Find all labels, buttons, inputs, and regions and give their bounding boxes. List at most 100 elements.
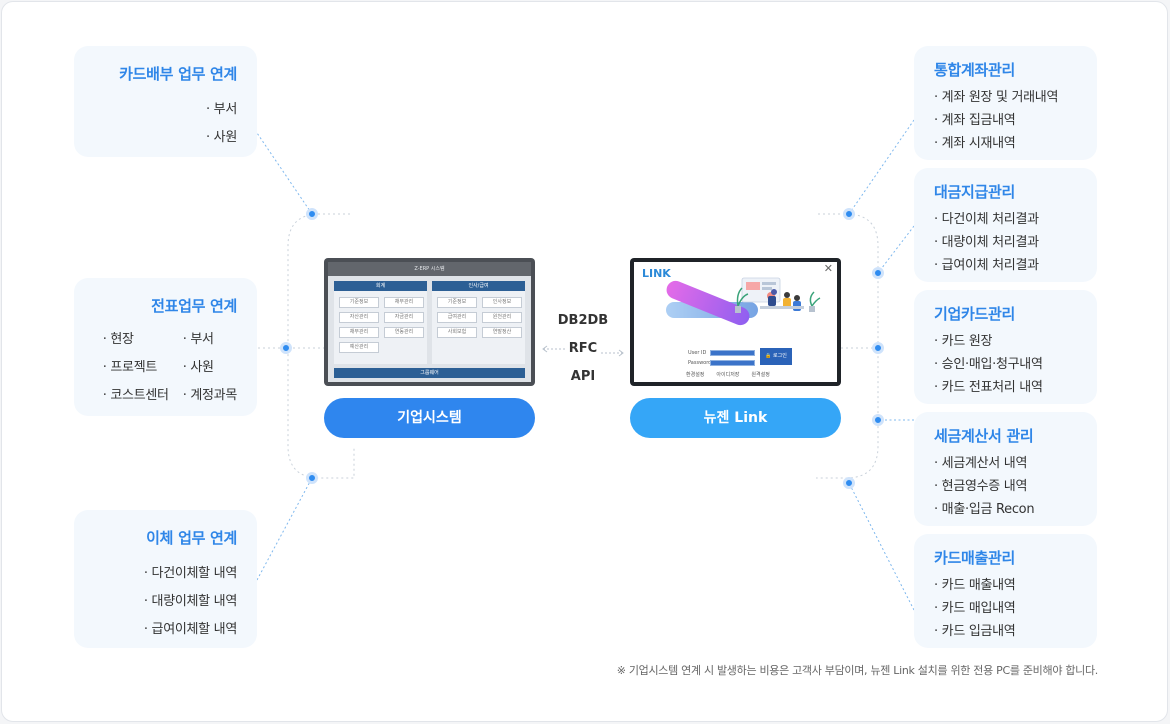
card-list: · 세금계산서 내역 · 현금영수증 내역 · 매출·입금 Recon	[934, 452, 1097, 521]
list-item: · 승인·매입·청구내역	[934, 357, 1043, 372]
erp-cell: 연동관리	[384, 327, 424, 338]
protocol-rfc: RFC	[568, 341, 598, 356]
card-list: · 현장 · 부서 · 프로젝트 · 사원 · 코스트센터 · 계정과목	[74, 326, 238, 410]
list-item: · 부서	[182, 332, 214, 347]
erp-cell: 사회보험	[437, 327, 477, 338]
list-item: · 현금영수증 내역	[934, 479, 1028, 494]
erp-footer-bar: 그룹웨어	[334, 368, 525, 378]
protocol-db2db: DB2DB	[557, 313, 609, 328]
card-title: 세금계산서 관리	[934, 427, 1034, 445]
dot-connector-icon	[280, 342, 292, 354]
erp-cell: 연말정산	[482, 327, 522, 338]
card-title: 통합계좌관리	[934, 61, 1016, 79]
card-list: · 카드 매출내역 · 카드 매입내역 · 카드 입금내역	[934, 574, 1097, 643]
card-list: · 카드 원장 · 승인·매입·청구내역 · 카드 전표처리 내역	[934, 330, 1097, 399]
erp-titlebar: Z-ERP 시스템	[328, 262, 531, 276]
list-item: · 사원	[206, 130, 237, 145]
card-payment-management: 대금지급관리 · 다건이체 처리결과 · 대량이체 처리결과 · 급여이체 처리…	[914, 168, 1097, 282]
user-id-row: User ID	[688, 348, 755, 358]
card-list: · 다건이체할 내역 · 대량이체할 내역 · 급여이체할 내역	[74, 560, 237, 644]
password-label: Password	[688, 360, 712, 366]
erp-cell: 기준정보	[437, 297, 477, 308]
erp-screen: 회계 기준정보 채무관리 자산관리 자금관리 채무관리 연동관리 예산관리 인사…	[328, 276, 531, 382]
protocol-api: API	[570, 369, 596, 384]
erp-cell: 채무관리	[384, 297, 424, 308]
list-item: · 다건이체할 내역	[143, 566, 237, 581]
remote-option[interactable]: 원격설정	[751, 372, 770, 378]
erp-cell: 자산관리	[339, 312, 379, 323]
close-icon[interactable]: ✕	[823, 262, 833, 275]
list-item: · 매출·입금 Recon	[934, 502, 1035, 517]
list-item: · 카드 매입내역	[934, 601, 1016, 616]
list-item: · 사원	[182, 360, 214, 375]
dot-connector-icon	[872, 267, 884, 279]
link-illustration	[666, 277, 821, 326]
erp-panel-accounting: 회계 기준정보 채무관리 자산관리 자금관리 채무관리 연동관리 예산관리	[334, 281, 427, 364]
dot-connector-icon	[872, 342, 884, 354]
login-button-label: 로그인	[773, 353, 787, 359]
list-item: · 카드 원장	[934, 334, 993, 349]
newzen-link-label: 뉴젠 Link	[630, 398, 841, 438]
card-transfer-link: 이체 업무 연계 · 다건이체할 내역 · 대량이체할 내역 · 급여이체할 내…	[74, 510, 257, 648]
card-card-distribution: 카드배부 업무 연계 · 부서 · 사원	[74, 46, 257, 157]
card-tax-invoice: 세금계산서 관리 · 세금계산서 내역 · 현금영수증 내역 · 매출·입금 R…	[914, 412, 1097, 526]
erp-system-screenshot: Z-ERP 시스템 회계 기준정보 채무관리 자산관리 자금관리 채무관리 연동…	[324, 258, 535, 386]
list-item: · 다건이체 처리결과	[934, 212, 1039, 227]
card-title: 대금지급관리	[934, 183, 1016, 201]
list-item: · 카드 입금내역	[934, 624, 1016, 639]
link-logo: LINK	[642, 267, 671, 280]
login-options: 환경설정 아이디저장 원격설정	[686, 371, 770, 378]
double-arrow-icon	[542, 345, 624, 357]
dot-connector-icon	[843, 208, 855, 220]
card-title: 전표업무 연계	[151, 297, 237, 315]
list-item: · 급여이체 처리결과	[934, 258, 1039, 273]
list-item: · 급여이체할 내역	[143, 622, 237, 637]
card-title: 카드배부 업무 연계	[119, 65, 237, 83]
list-item: · 부서	[206, 102, 237, 117]
erp-panel-cells: 기준정보 채무관리 자산관리 자금관리 채무관리 연동관리 예산관리	[334, 291, 427, 353]
erp-cell: 급여관리	[437, 312, 477, 323]
list-item: · 계좌 시재내역	[934, 136, 1016, 151]
erp-panel-hr: 인사/급여 기준정보 인사정보 급여관리 원천관리 사회보험 연말정산	[432, 281, 525, 364]
login-form: User ID Password	[688, 348, 755, 368]
dot-connector-icon	[843, 477, 855, 489]
card-list: · 부서 · 사원	[74, 96, 237, 152]
card-list: · 계좌 원장 및 거래내역 · 계좌 집금내역 · 계좌 시재내역	[934, 86, 1097, 155]
card-title: 이체 업무 연계	[146, 529, 237, 547]
corporate-system-label: 기업시스템	[324, 398, 535, 438]
settings-option[interactable]: 환경설정	[686, 372, 705, 378]
dot-connector-icon	[872, 414, 884, 426]
user-id-field[interactable]	[710, 350, 755, 356]
list-item: · 세금계산서 내역	[934, 456, 1028, 471]
card-corporate-card: 기업카드관리 · 카드 원장 · 승인·매입·청구내역 · 카드 전표처리 내역	[914, 290, 1097, 404]
list-item: · 카드 매출내역	[934, 578, 1016, 593]
list-item: · 현장	[102, 332, 134, 347]
card-list: · 다건이체 처리결과 · 대량이체 처리결과 · 급여이체 처리결과	[934, 208, 1097, 277]
erp-cell: 원천관리	[482, 312, 522, 323]
card-integrated-account: 통합계좌관리 · 계좌 원장 및 거래내역 · 계좌 집금내역 · 계좌 시재내…	[914, 46, 1097, 160]
erp-cell: 기준정보	[339, 297, 379, 308]
card-title: 기업카드관리	[934, 305, 1016, 323]
list-item: · 프로젝트	[102, 360, 158, 375]
dot-connector-icon	[306, 208, 318, 220]
password-row: Password	[688, 358, 755, 368]
footnote: ※ 기업시스템 연계 시 발생하는 비용은 고객사 부담이며, 뉴젠 Link …	[616, 664, 1099, 677]
list-item: · 대량이체 처리결과	[934, 235, 1039, 250]
password-field[interactable]	[710, 360, 755, 366]
erp-panel-title: 인사/급여	[432, 281, 525, 291]
login-button[interactable]: 🔒 로그인	[760, 348, 792, 365]
erp-cell: 자금관리	[384, 312, 424, 323]
link-app-screenshot: LINK ✕ User ID Password 🔒 로그인 환경설정 아이디저장…	[630, 258, 841, 386]
erp-cell: 예산관리	[339, 342, 379, 353]
list-item: · 계좌 집금내역	[934, 113, 1016, 128]
erp-cell: 채무관리	[339, 327, 379, 338]
list-item: · 코스트센터	[102, 388, 169, 403]
link-screen: LINK ✕ User ID Password 🔒 로그인 환경설정 아이디저장…	[634, 262, 837, 382]
save-id-option[interactable]: 아이디저장	[716, 372, 740, 378]
dot-connector-icon	[306, 472, 318, 484]
list-item: · 대량이체할 내역	[143, 594, 237, 609]
erp-cell: 인사정보	[482, 297, 522, 308]
lock-icon: 🔒	[765, 353, 772, 359]
card-title: 카드매출관리	[934, 549, 1016, 567]
list-item: · 계좌 원장 및 거래내역	[934, 90, 1059, 105]
